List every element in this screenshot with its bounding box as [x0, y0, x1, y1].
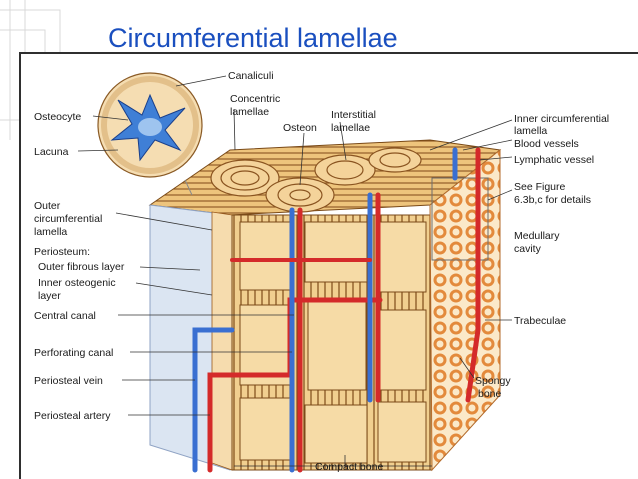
label-periosteum: Periosteum:: [34, 246, 90, 258]
label-inner-circumferential-1: Inner circumferential: [514, 113, 609, 125]
label-see-figure-2: 6.3b,c for details: [514, 194, 591, 206]
label-blood-vessels: Blood vessels: [514, 138, 579, 150]
slide-frame: [19, 52, 638, 479]
label-outer-fibrous-layer: Outer fibrous layer: [38, 261, 125, 273]
label-central-canal: Central canal: [34, 310, 96, 322]
osteon-columns: [239, 221, 427, 464]
label-lacuna: Lacuna: [34, 146, 69, 158]
see-figure-box: [431, 177, 489, 261]
label-outer-circumferential-2: circumferential: [34, 213, 102, 225]
label-spongy-bone-1: Spongy: [475, 375, 511, 387]
label-compact-bone: Compact bone: [315, 461, 383, 473]
label-concentric-lamellae-2: lamellae: [230, 106, 269, 118]
title-rule: [20, 52, 638, 54]
spongy-bone: [429, 148, 501, 472]
label-outer-circumferential-3: lamella: [34, 226, 67, 238]
outer-circumferential-layer: [211, 211, 233, 471]
osteon-rings: [210, 147, 422, 213]
label-medullary-cavity-1: Medullary: [514, 230, 560, 242]
label-periosteal-artery: Periosteal artery: [34, 410, 111, 422]
label-osteocyte: Osteocyte: [34, 111, 81, 123]
label-outer-circumferential-1: Outer: [34, 200, 61, 212]
slide-title: Circumferential lamellae: [108, 23, 398, 53]
label-osteon: Osteon: [283, 122, 317, 134]
label-concentric-lamellae-1: Concentric: [230, 93, 280, 105]
label-spongy-bone-2: bone: [478, 388, 502, 400]
label-interstitial-lamellae-2: lamellae: [331, 122, 370, 134]
label-periosteal-vein: Periosteal vein: [34, 375, 103, 387]
osteocyte-magnifier: [97, 72, 203, 196]
label-canaliculi: Canaliculi: [228, 70, 274, 82]
label-lymphatic-vessel: Lymphatic vessel: [514, 154, 594, 166]
label-medullary-cavity-2: cavity: [514, 243, 542, 255]
label-inner-osteogenic-1: Inner osteogenic: [38, 277, 116, 289]
label-inner-osteogenic-2: layer: [38, 290, 61, 302]
label-interstitial-lamellae-1: Interstitial: [331, 109, 376, 121]
blood-vessels: [192, 147, 481, 473]
label-trabeculae: Trabeculae: [514, 315, 566, 327]
label-perforating-canal: Perforating canal: [34, 347, 113, 359]
leader-lines: [77, 75, 513, 467]
label-inner-circumferential-2: lamella: [514, 125, 547, 137]
label-see-figure-1: See Figure: [514, 181, 566, 193]
